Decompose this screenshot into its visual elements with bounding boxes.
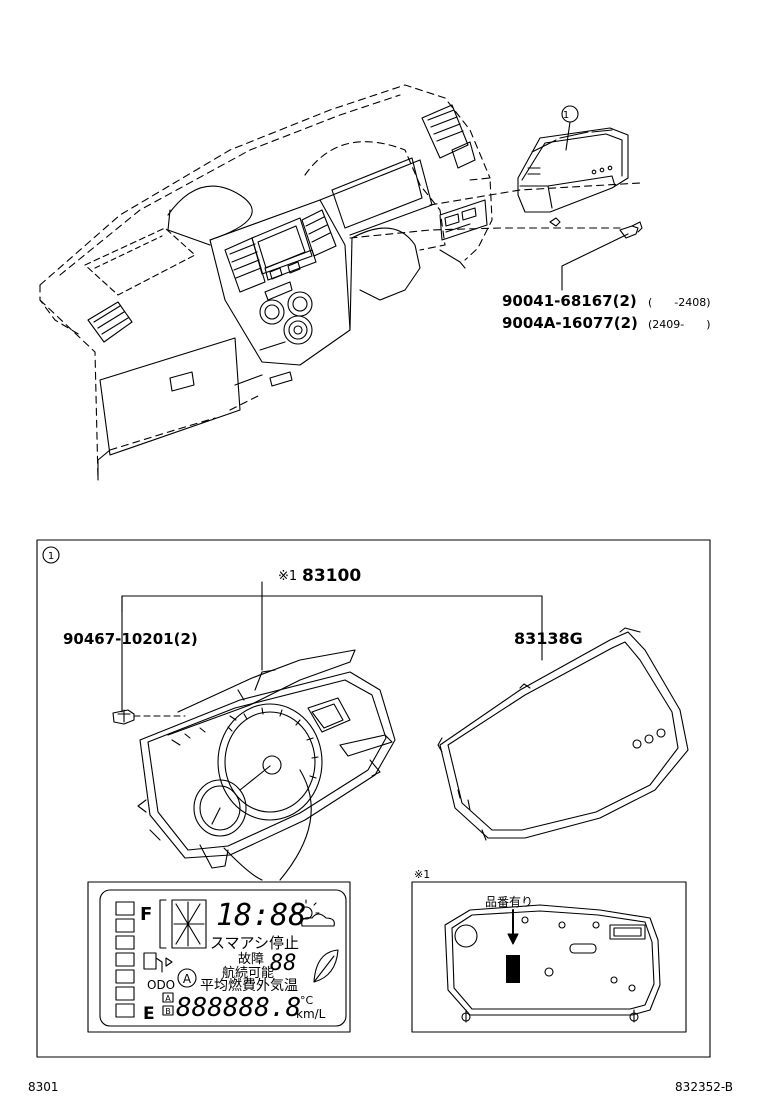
part-number-meter-assy: 83100 [302,566,361,586]
part-number-glass: 83138G [514,629,583,648]
clock-digits: 18:88 [216,898,306,933]
mode-label: A [183,972,192,986]
celsius-unit: °C [300,994,314,1007]
part-number-bolt-b: 9004A-16077(2) [502,314,638,332]
odo-digits: 888888.8 [176,993,301,1023]
note-marker: ※1 [414,868,430,881]
meter-glass [437,627,689,841]
footer-right-code: 832352-B [675,1080,733,1094]
meter-unit-top [517,127,629,227]
callout-label-box: 1 [48,551,54,562]
part-range-bolt-a: ( -2408) [648,296,711,309]
callout-label-top: 1 [563,110,569,121]
assembly-bracket [121,595,543,713]
range-text: 航続可能 [222,965,274,981]
fault-text: 故障 [238,952,264,967]
combination-meter [137,649,396,881]
part-number-screw: 90467-10201(2) [63,630,198,648]
bolt-icon [619,221,643,239]
part-range-bolt-b: (2409- ) [648,318,711,331]
fuel-full-label: F [140,904,152,925]
odo-label: ODO [147,978,175,992]
avg-text: 平均燃費外気温 [200,977,298,994]
fuel-empty-label: E [143,1004,155,1024]
trip-b-label: B [165,1007,171,1016]
stop-text: スマアシ停止 [210,934,299,952]
meter-assy-prefix: ※1 [278,569,297,584]
trip-a-label: A [165,994,171,1003]
fault-digits: 88 [270,951,297,976]
footer-left-code: 8301 [28,1080,59,1094]
kml-unit: km/L [296,1007,326,1021]
lcd-display-panel [87,881,351,1033]
part-number-bolt-a: 90041-68167(2) [502,292,637,310]
note-box [411,881,687,1033]
detail-box [36,539,711,1058]
callout-1-box [42,546,60,564]
note-text: 品番有り [485,895,533,909]
screw-icon [112,709,186,725]
dashboard-illustration [39,84,641,481]
